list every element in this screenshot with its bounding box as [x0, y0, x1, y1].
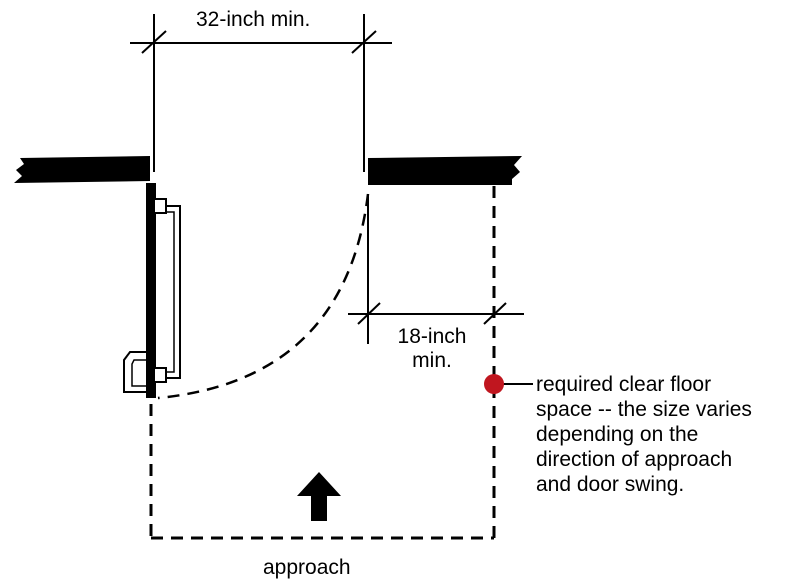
- note-line: and door swing.: [536, 473, 685, 496]
- note-line: direction of approach: [536, 448, 733, 471]
- door-handle-bottom-bracket: [153, 367, 167, 383]
- note-line: depending on the: [536, 423, 699, 446]
- red-dot-icon: [484, 374, 504, 394]
- side-clearance-label: 18-inch min.: [393, 325, 471, 373]
- width-dimension-label: 32-inch min.: [196, 8, 311, 31]
- side-clearance-label-line2: min.: [412, 349, 452, 372]
- dim18-tick-left: [357, 302, 381, 325]
- left-wall: [14, 156, 150, 183]
- door-lever-inner: [131, 359, 146, 387]
- floor-space-note: required clear floor space -- the size v…: [536, 372, 752, 497]
- door-swing-arc: [157, 193, 370, 400]
- right-wall: [368, 156, 522, 185]
- door-handle-top-bracket: [153, 198, 167, 214]
- note-line: space -- the size varies: [536, 398, 752, 421]
- dim32-tick-right: [351, 30, 377, 54]
- door-handle-inner: [156, 211, 175, 373]
- approach-label: approach: [263, 556, 351, 579]
- door-lever: [123, 351, 146, 393]
- note-line: required clear floor: [536, 373, 712, 396]
- dim32-tick-left: [141, 30, 167, 54]
- up-arrow-icon: [297, 472, 341, 521]
- side-clearance-label-line1: 18-inch: [397, 325, 467, 348]
- door-handle: [156, 205, 181, 379]
- door-leaf: [146, 183, 156, 398]
